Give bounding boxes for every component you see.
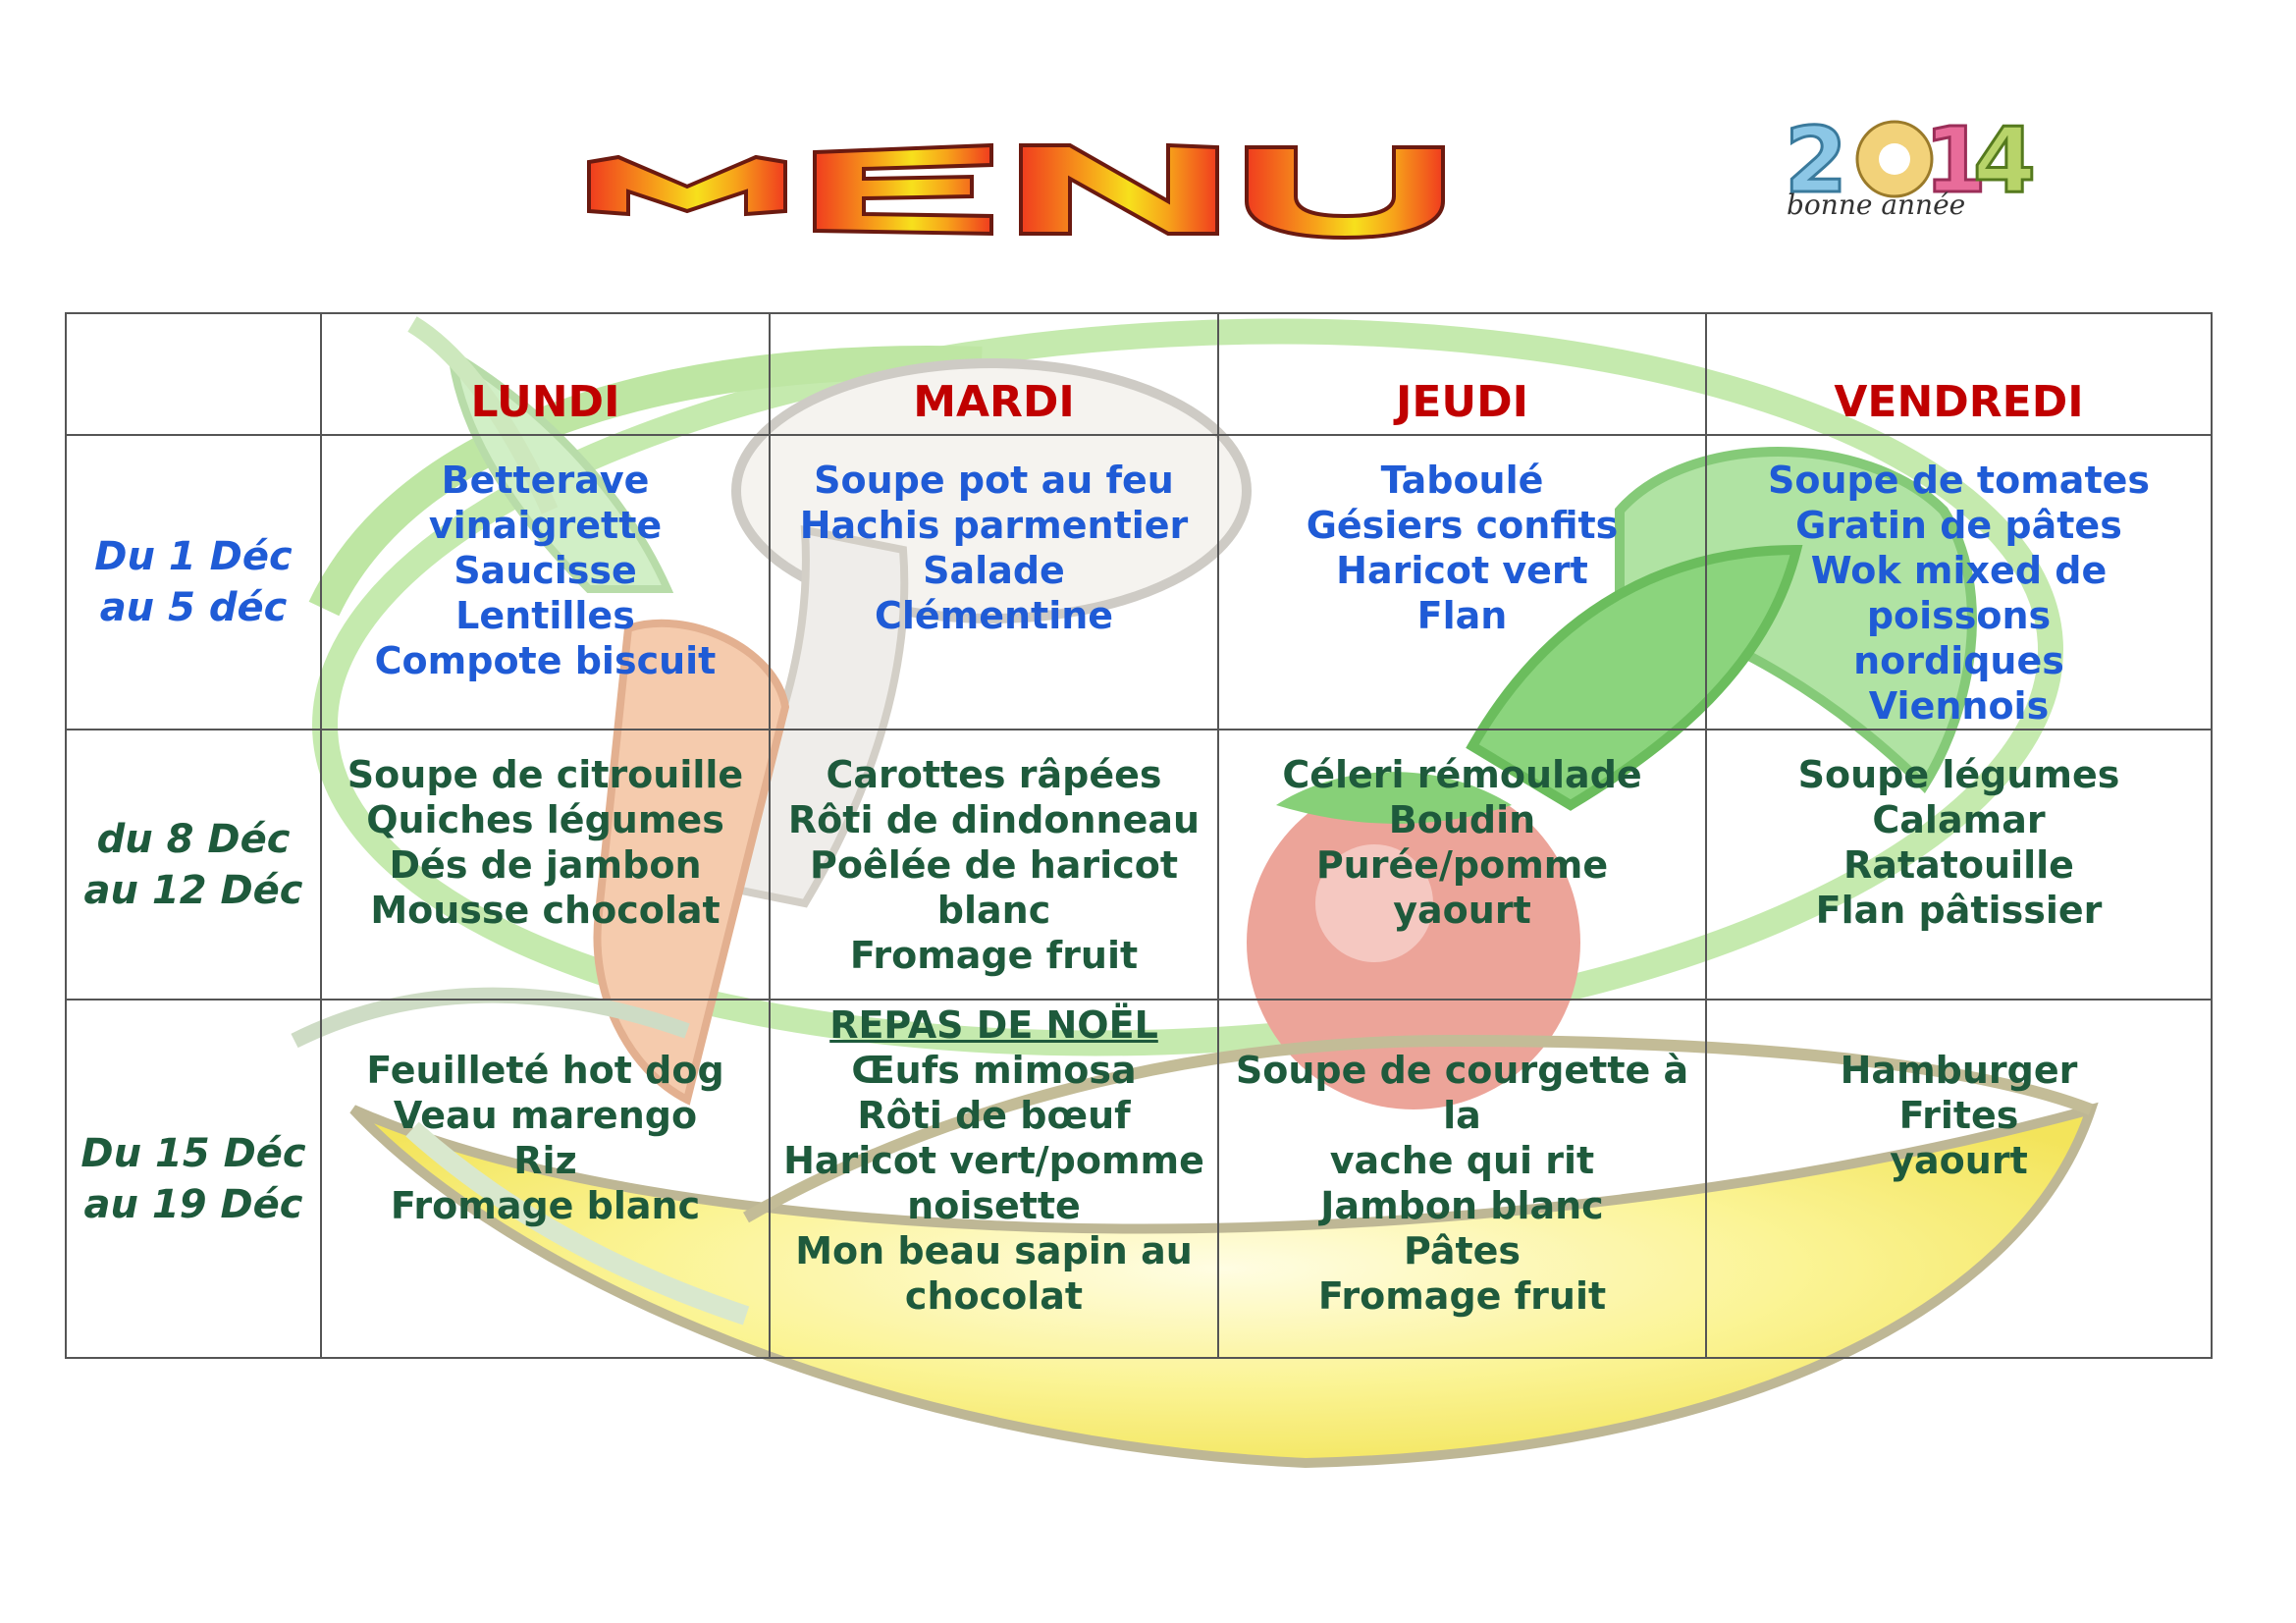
menu-table: LUNDI MARDI JEUDI VENDREDI Du 1 Déc au 5… bbox=[65, 312, 2213, 1359]
dish: Salade bbox=[923, 549, 1065, 592]
dish: nordiques bbox=[1853, 639, 2064, 682]
menu-cell-vendredi: Soupe légumes Calamar Ratatouille Flan p… bbox=[1705, 729, 2213, 1001]
dish: Viennois bbox=[1868, 684, 2050, 728]
dish: Saucisse bbox=[454, 549, 637, 592]
year-2014-badge: 2 1 4 bonne année bbox=[1784, 107, 2038, 222]
header-row: LUNDI MARDI JEUDI VENDREDI bbox=[65, 312, 2213, 436]
dish: Compote biscuit bbox=[374, 639, 717, 682]
dish: yaourt bbox=[1393, 889, 1531, 932]
dish: Carottes râpées bbox=[826, 753, 1162, 796]
dish: Rôti de dindonneau bbox=[787, 798, 1201, 841]
dish: Calamar bbox=[1872, 798, 2046, 841]
dish: Soupe de tomates bbox=[1768, 459, 2150, 502]
svg-text:2: 2 bbox=[1785, 108, 1847, 213]
dish: Riz bbox=[513, 1139, 577, 1182]
dish: Haricot vert bbox=[1336, 549, 1588, 592]
dish: Frites bbox=[1898, 1094, 2019, 1137]
dish: Œufs mimosa bbox=[851, 1049, 1137, 1092]
svg-text:4: 4 bbox=[1973, 108, 2036, 213]
menu-cell-vendredi: Hamburger Frites yaourt bbox=[1705, 999, 2213, 1359]
week-label-line: au 5 déc bbox=[99, 585, 288, 630]
dish: Soupe légumes bbox=[1797, 753, 2120, 796]
dish: Flan bbox=[1416, 594, 1508, 637]
week-label: Du 1 Déc au 5 déc bbox=[65, 434, 322, 730]
dish: Soupe de courgette à la bbox=[1235, 1049, 1689, 1137]
day-header-jeudi: JEUDI bbox=[1217, 312, 1707, 436]
dish: Taboulé bbox=[1380, 459, 1544, 502]
dish: Rôti de bœuf bbox=[857, 1094, 1131, 1137]
dish: yaourt bbox=[1890, 1139, 2028, 1182]
week-label: Du 15 Déc au 19 Déc bbox=[65, 999, 322, 1359]
week-row-3: Du 15 Déc au 19 Déc Feuilleté hot dog Ve… bbox=[65, 999, 2213, 1359]
dish: Haricot vert/pomme bbox=[783, 1139, 1204, 1182]
week-label-line: au 19 Déc bbox=[83, 1181, 303, 1227]
corner-cell bbox=[65, 312, 322, 436]
dish: Veau marengo bbox=[393, 1094, 698, 1137]
dish: Gratin de pâtes bbox=[1795, 504, 2122, 547]
menu-cell-mardi: REPAS DE NOËL Œufs mimosa Rôti de bœuf H… bbox=[769, 999, 1219, 1359]
menu-cell-jeudi: Céleri rémoulade Boudin Purée/pomme yaou… bbox=[1217, 729, 1707, 1001]
dish: Soupe pot au feu bbox=[814, 459, 1174, 502]
dish: Feuilleté hot dog bbox=[366, 1049, 724, 1092]
week-row-2: du 8 Déc au 12 Déc Soupe de citrouille Q… bbox=[65, 729, 2213, 1001]
week-label-line: du 8 Déc bbox=[96, 816, 291, 862]
dish: Mousse chocolat bbox=[370, 889, 721, 932]
day-header-mardi: MARDI bbox=[769, 312, 1219, 436]
dish: Betterave vinaigrette bbox=[428, 459, 663, 547]
dish: Fromage blanc bbox=[390, 1184, 701, 1227]
dish: Gésiers confits bbox=[1306, 504, 1619, 547]
week-label-line: Du 1 Déc bbox=[94, 534, 293, 579]
svg-text:bonne année: bonne année bbox=[1787, 189, 1965, 221]
dish: Flan pâtissier bbox=[1815, 889, 2103, 932]
menu-cell-jeudi: Taboulé Gésiers confits Haricot vert Fla… bbox=[1217, 434, 1707, 730]
dish: Mon beau sapin au bbox=[795, 1229, 1193, 1272]
week-row-1: Du 1 Déc au 5 déc Betterave vinaigrette … bbox=[65, 434, 2213, 730]
dish: Clémentine bbox=[874, 594, 1114, 637]
menu-cell-lundi: Betterave vinaigrette Saucisse Lentilles… bbox=[320, 434, 771, 730]
menu-cell-jeudi: Soupe de courgette à la vache qui rit Ja… bbox=[1217, 999, 1707, 1359]
dish: Hamburger bbox=[1840, 1049, 2078, 1092]
menu-cell-mardi: Carottes râpées Rôti de dindonneau Poêlé… bbox=[769, 729, 1219, 1001]
dish: Purée/pomme bbox=[1315, 843, 1609, 887]
svg-text:1: 1 bbox=[1924, 108, 1987, 213]
dish: Fromage fruit bbox=[849, 934, 1139, 977]
dish: Soupe de citrouille bbox=[347, 753, 744, 796]
dish: noisette bbox=[907, 1184, 1081, 1227]
menu-cell-lundi: Feuilleté hot dog Veau marengo Riz Froma… bbox=[320, 999, 771, 1359]
dish: Jambon blanc bbox=[1320, 1184, 1604, 1227]
dish: Poêlée de haricot blanc bbox=[810, 843, 1178, 932]
dish: Hachis parmentier bbox=[799, 504, 1189, 547]
menu-cell-lundi: Soupe de citrouille Quiches légumes Dés … bbox=[320, 729, 771, 1001]
dish: chocolat bbox=[904, 1274, 1084, 1318]
dish: Dés de jambon bbox=[389, 843, 702, 887]
week-label-line: Du 15 Déc bbox=[80, 1130, 306, 1176]
dish: Ratatouille bbox=[1843, 843, 2074, 887]
dish: Boudin bbox=[1388, 798, 1536, 841]
menu-title-art bbox=[587, 142, 1445, 241]
dish: Wok mixed de poissons bbox=[1810, 549, 2108, 637]
week-label-line: au 12 Déc bbox=[83, 867, 303, 913]
menu-cell-mardi: Soupe pot au feu Hachis parmentier Salad… bbox=[769, 434, 1219, 730]
day-header-lundi: LUNDI bbox=[320, 312, 771, 436]
christmas-meal-title: REPAS DE NOËL bbox=[829, 1003, 1158, 1047]
menu-cell-vendredi: Soupe de tomates Gratin de pâtes Wok mix… bbox=[1705, 434, 2213, 730]
dish: vache qui rit bbox=[1329, 1139, 1595, 1182]
day-header-vendredi: VENDREDI bbox=[1705, 312, 2213, 436]
dish: Quiches légumes bbox=[366, 798, 724, 841]
dish: Céleri rémoulade bbox=[1282, 753, 1642, 796]
week-label: du 8 Déc au 12 Déc bbox=[65, 729, 322, 1001]
dish: Pâtes bbox=[1403, 1229, 1522, 1272]
dish: Fromage fruit bbox=[1317, 1274, 1607, 1318]
dish: Lentilles bbox=[455, 594, 635, 637]
